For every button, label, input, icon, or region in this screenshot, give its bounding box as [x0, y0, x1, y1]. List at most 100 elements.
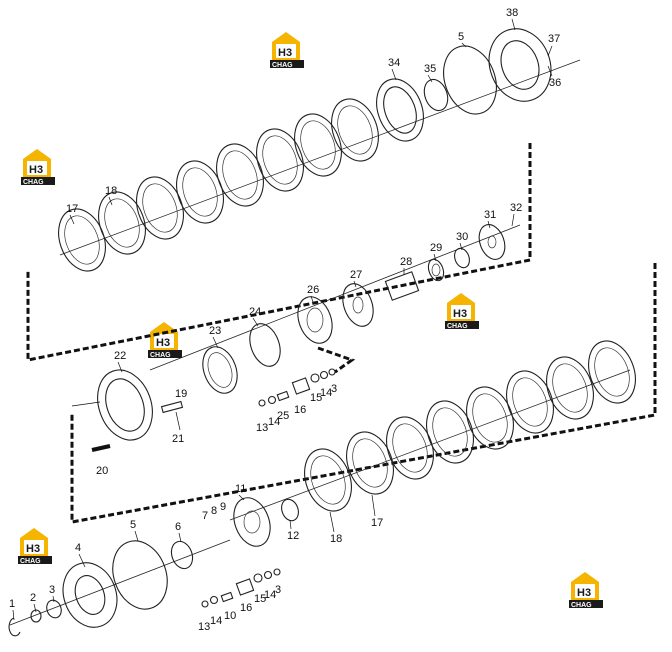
housing-22	[97, 369, 153, 441]
label-37: 37	[548, 33, 560, 45]
label-16: 16	[240, 602, 252, 614]
label-8: 8	[211, 505, 217, 517]
leader-lines	[12, 18, 553, 621]
assembly-boundary-upper	[26, 143, 532, 362]
label-5: 5	[458, 31, 464, 43]
label-18: 18	[330, 533, 342, 545]
hub-11	[233, 497, 271, 547]
piston-4	[62, 562, 118, 628]
label-3: 3	[275, 584, 281, 596]
label-1: 1	[9, 598, 15, 610]
label-28: 28	[400, 256, 412, 268]
label-36: 36	[549, 77, 561, 89]
label-14: 14	[320, 387, 332, 399]
label-31: 31	[484, 209, 496, 221]
brand-logo: H3 CHAG	[270, 32, 304, 69]
label-17: 17	[371, 517, 383, 529]
seal-35	[423, 78, 449, 112]
clutch-disc-lower	[304, 340, 636, 512]
label-22: 22	[114, 350, 126, 362]
label-10: 10	[224, 610, 236, 622]
shaft-28	[384, 271, 420, 301]
label-25: 25	[277, 410, 289, 422]
bearing-29	[427, 258, 445, 282]
label-12: 12	[287, 530, 299, 542]
label-21: 21	[172, 433, 184, 445]
ring-2	[30, 609, 42, 623]
planet-carrier-26	[297, 296, 333, 344]
label-24: 24	[249, 306, 261, 318]
logo-text-small: CHAG	[20, 558, 41, 565]
snap-ring-24	[249, 323, 281, 367]
label-30: 30	[456, 231, 468, 243]
logo-text-small: CHAG	[150, 352, 171, 359]
logo-text-small: CHAG	[447, 323, 468, 330]
label-5: 5	[130, 519, 136, 531]
label-20: 20	[96, 465, 108, 477]
label-6: 6	[175, 521, 181, 533]
axis-line	[59, 59, 581, 256]
label-14: 14	[210, 615, 222, 627]
label-2: 2	[30, 592, 36, 604]
ring-12	[281, 498, 299, 522]
pin-20	[91, 444, 111, 452]
small-parts-lower	[201, 568, 281, 608]
piston-34	[376, 78, 424, 142]
label-38: 38	[506, 7, 518, 19]
label-13: 13	[198, 621, 210, 633]
label-13: 13	[256, 422, 268, 434]
logo-text-big: H3	[577, 587, 591, 599]
label-19: 19	[175, 388, 187, 400]
label-16: 16	[294, 404, 306, 416]
assembly-link	[317, 346, 356, 374]
logo-text-small: CHAG	[272, 62, 293, 69]
part-labels: 1 2 3 4 5 6 7 8 9 10 11 12 13 14 16 15 1…	[9, 7, 561, 633]
logo-text-small: CHAG	[571, 602, 592, 609]
label-9: 9	[220, 501, 226, 513]
label-7: 7	[202, 510, 208, 522]
seal-6	[170, 540, 194, 570]
label-23: 23	[209, 325, 221, 337]
pin-line	[71, 401, 101, 407]
brand-logo: H3 CHAG	[18, 528, 52, 565]
label-26: 26	[307, 284, 319, 296]
label-11: 11	[235, 483, 246, 495]
label-29: 29	[430, 242, 442, 254]
label-35: 35	[424, 63, 436, 75]
plate-27	[342, 283, 374, 327]
flange-31	[478, 224, 506, 260]
label-15: 15	[310, 392, 322, 404]
label-3: 3	[49, 584, 55, 596]
brand-logo: H3 CHAG	[21, 149, 55, 186]
brand-logo: H3 CHAG	[445, 293, 479, 330]
label-32: 32	[510, 202, 522, 214]
small-parts-middle	[258, 368, 336, 407]
o-ring-5-lower	[112, 540, 168, 610]
snap-ring-1	[8, 617, 21, 637]
o-ring-5	[443, 45, 497, 115]
logo-text-big: H3	[156, 337, 170, 349]
brand-logo: H3 CHAG	[569, 572, 603, 609]
logo-text-big: H3	[26, 543, 40, 555]
label-3: 3	[331, 383, 337, 395]
pin-19	[160, 400, 184, 414]
brand-logo: H3 CHAG	[148, 322, 182, 359]
logo-text-small: CHAG	[23, 179, 44, 186]
label-18: 18	[105, 185, 117, 197]
label-14: 14	[268, 416, 280, 428]
label-27: 27	[350, 269, 362, 281]
label-15: 15	[254, 593, 266, 605]
ring-gear-23	[202, 346, 238, 394]
axis-line	[229, 369, 631, 521]
logo-text-big: H3	[29, 164, 43, 176]
snap-ring-30	[454, 247, 470, 269]
logo-text-big: H3	[278, 47, 292, 59]
bearing-3	[46, 599, 62, 619]
label-4: 4	[75, 542, 81, 554]
label-17: 17	[66, 203, 78, 215]
clutch-disc-upper	[58, 98, 379, 272]
assembly-boundary-lower	[70, 263, 657, 524]
logo-text-big: H3	[453, 308, 467, 320]
